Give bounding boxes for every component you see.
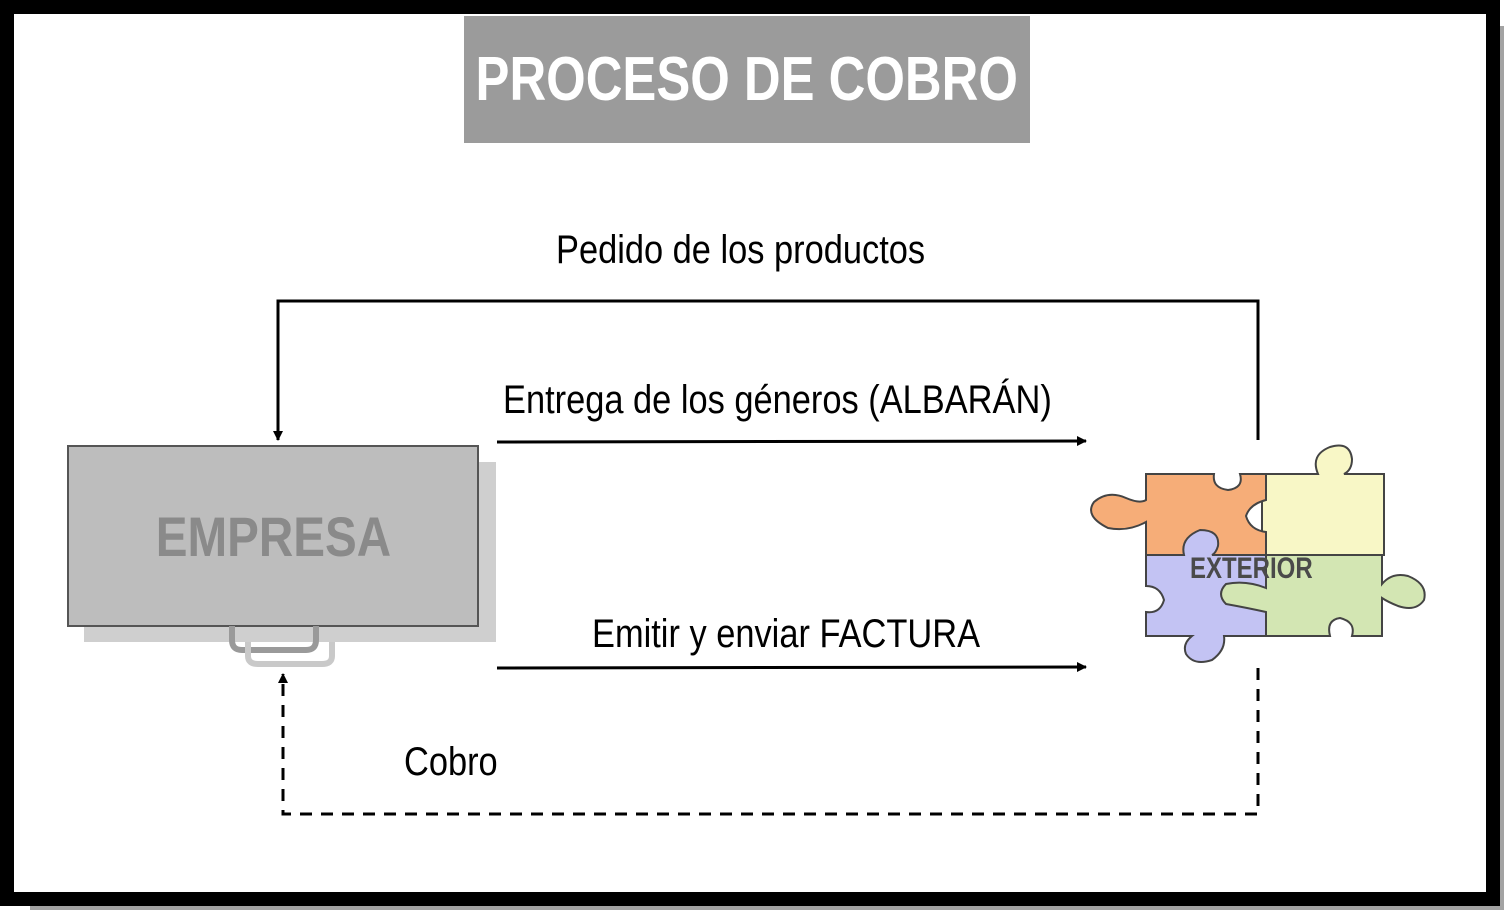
empresa-briefcase <box>67 445 496 667</box>
empresa-node: EMPRESA <box>68 446 478 626</box>
pedido-label: Pedido de los productos <box>556 228 926 272</box>
puzzle-piece-yellow <box>1261 444 1385 556</box>
briefcase-handle <box>229 626 319 653</box>
factura-label: Emitir y enviar FACTURA <box>592 612 981 656</box>
diagram-title: PROCESO DE COBRO <box>475 45 1019 114</box>
factura-arrow <box>496 662 1087 673</box>
exterior-label: EXTERIOR <box>1190 552 1313 585</box>
puzzle-piece-blue <box>1145 528 1267 663</box>
title-banner: PROCESO DE COBRO <box>464 16 1030 143</box>
cobro-label: Cobro <box>404 740 498 784</box>
puzzle-piece-orange <box>1090 473 1267 556</box>
briefcase-handle-shadow <box>245 642 335 667</box>
empresa-box <box>67 445 479 627</box>
puzzle-piece-green <box>1220 554 1426 637</box>
cobro-flow-line <box>278 668 1260 816</box>
entrega-arrow <box>496 436 1087 447</box>
pedido-flow-line <box>273 299 1260 441</box>
empresa-label: EMPRESA <box>155 504 391 568</box>
exterior-puzzle <box>1090 444 1426 663</box>
entrega-label: Entrega de los géneros (ALBARÁN) <box>503 378 1052 422</box>
